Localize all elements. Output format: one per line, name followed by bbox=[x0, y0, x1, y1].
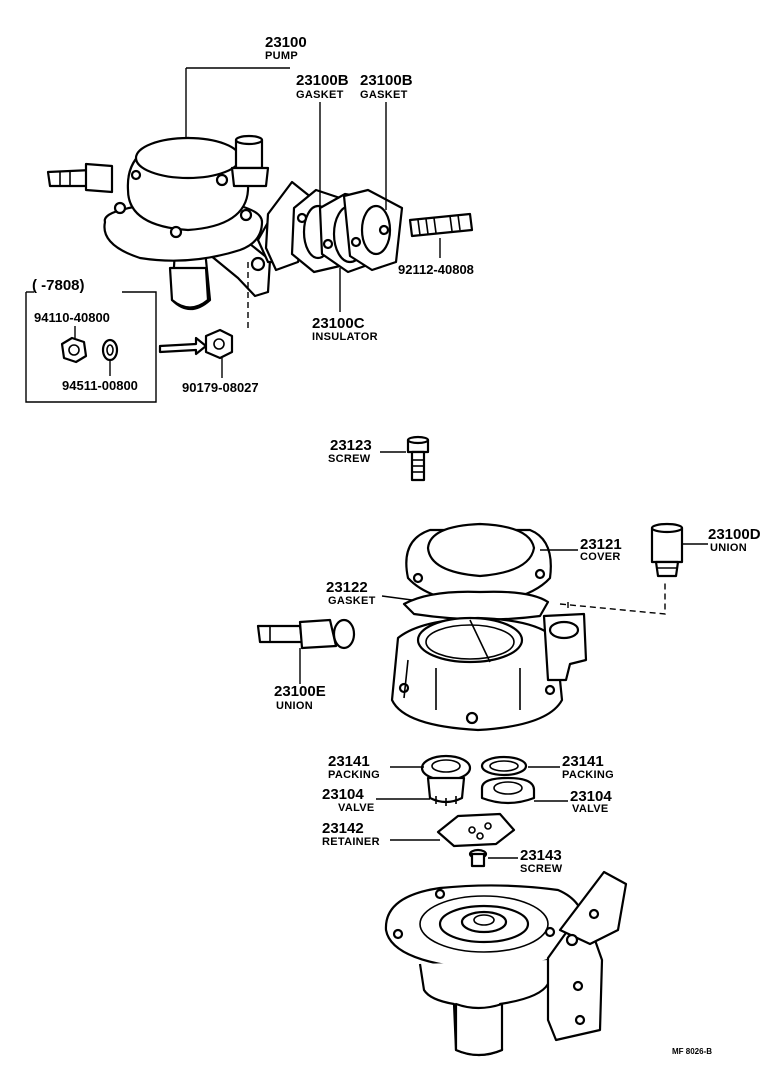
nut-b-illustration bbox=[158, 328, 234, 378]
gasket-2-part-name: GASKET bbox=[360, 89, 408, 101]
nut-part-number: 94110-40800 bbox=[34, 310, 110, 325]
screw-ret-illustration bbox=[468, 848, 488, 868]
valve-left-part-number: 23104 bbox=[322, 786, 364, 803]
valve-right-part-number: 23104 bbox=[570, 788, 612, 805]
washer-part-number: 94511-00800 bbox=[62, 378, 138, 393]
insulator-part-name: INSULATOR bbox=[312, 331, 378, 343]
pump-part-name: PUMP bbox=[265, 50, 298, 62]
union-e-illustration bbox=[256, 618, 356, 684]
gasket-1-part-number: 23100B bbox=[296, 72, 349, 89]
valve-right-illustration bbox=[480, 755, 536, 805]
drawing-code: MF 8026-B bbox=[672, 1047, 712, 1056]
union-e-part-number: 23100E bbox=[274, 683, 326, 700]
union-d-illustration bbox=[650, 522, 684, 578]
valve-left-part-name: VALVE bbox=[338, 802, 375, 814]
packing-left-part-name: PACKING bbox=[328, 769, 380, 781]
gasket-c-part-name: GASKET bbox=[328, 595, 376, 607]
lower-body-illustration bbox=[384, 870, 628, 1057]
gasket-c-illustration bbox=[402, 590, 550, 621]
screw-ret-part-name: SCREW bbox=[520, 863, 563, 875]
pump-assembly-illustration bbox=[46, 134, 302, 311]
packing-right-part-name: PACKING bbox=[562, 769, 614, 781]
stud-part-number: 92112-40808 bbox=[398, 262, 474, 277]
union-d-part-number: 23100D bbox=[708, 526, 761, 543]
union-d-part-name: UNION bbox=[710, 542, 747, 554]
gasket-c-part-number: 23122 bbox=[326, 579, 368, 596]
valve-right-part-name: VALVE bbox=[572, 803, 609, 815]
cover-illustration bbox=[405, 522, 552, 606]
retainer-part-number: 23142 bbox=[322, 820, 364, 837]
retainer-part-name: RETAINER bbox=[322, 836, 380, 848]
cover-part-number: 23121 bbox=[580, 536, 622, 553]
top-leader-lines bbox=[185, 67, 441, 330]
inset-box: ( -7808) 94110-40800 94511-00800 bbox=[25, 277, 157, 403]
date-range-label: ( -7808) bbox=[32, 277, 85, 294]
packing-right-part-number: 23141 bbox=[562, 753, 604, 770]
stud-bolt-illustration bbox=[408, 212, 474, 238]
pump-part-number: 23100 bbox=[265, 34, 307, 51]
upper-body-illustration bbox=[390, 612, 588, 732]
valve-left-illustration bbox=[420, 754, 472, 806]
gasket-insulator-illustration bbox=[264, 180, 404, 274]
cover-part-name: COVER bbox=[580, 551, 621, 563]
gasket-1-part-name: GASKET bbox=[296, 89, 344, 101]
screw-top-part-name: SCREW bbox=[328, 453, 371, 465]
gasket-2-part-number: 23100B bbox=[360, 72, 413, 89]
nut-b-part-number: 90179-08027 bbox=[182, 380, 259, 395]
screw-ret-part-number: 23143 bbox=[520, 847, 562, 864]
union-e-part-name: UNION bbox=[276, 700, 313, 712]
screw-top-part-number: 23123 bbox=[330, 437, 372, 454]
packing-left-part-number: 23141 bbox=[328, 753, 370, 770]
insulator-part-number: 23100C bbox=[312, 315, 365, 332]
retainer-illustration bbox=[436, 812, 516, 848]
screw-top-illustration bbox=[380, 435, 430, 482]
